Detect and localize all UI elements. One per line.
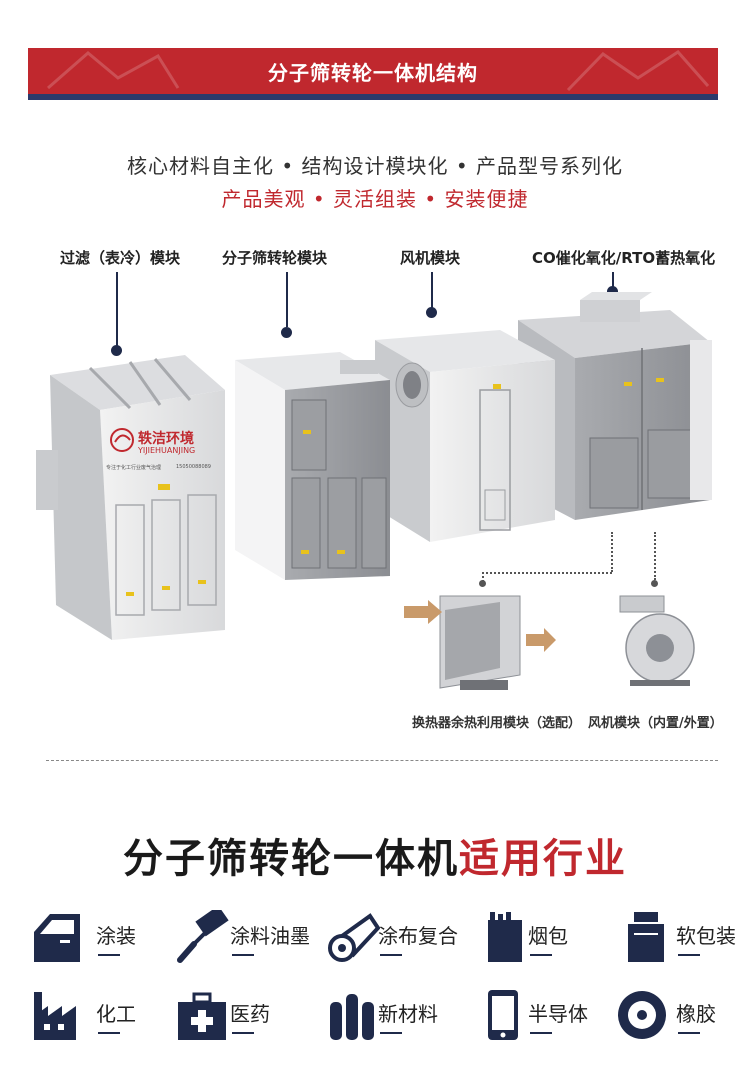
brand-name-en: YIJIEHUANJING (138, 446, 196, 455)
caption-heat-exchanger: 换热器余热利用模块（选配） (412, 716, 582, 731)
pin-line-rotor (286, 272, 288, 327)
filter-module (36, 355, 225, 640)
industry-label: 软包装 (676, 924, 736, 948)
industry-item-chemical: 化工 (30, 988, 180, 1052)
car-door-icon (34, 914, 80, 962)
tire-icon (618, 991, 666, 1039)
pin-dot-rotor (281, 327, 292, 338)
paint-roller-icon (177, 910, 229, 963)
factory-icon (34, 992, 76, 1040)
tagline-features: 核心材料自主化 • 结构设计模块化 • 产品型号系列化 (126, 154, 624, 178)
industry-label: 新材料 (378, 1002, 438, 1026)
industry-item-ink: 涂料油墨 (176, 910, 326, 974)
caption-fan-unit: 风机模块（内置/外置） (588, 716, 723, 731)
industry-underline (232, 954, 254, 956)
industry-label: 化工 (96, 1002, 136, 1026)
industry-label: 涂布复合 (378, 924, 458, 948)
heat-exchanger-illustration (404, 595, 556, 690)
section-divider (46, 760, 718, 761)
pin-dot-fan (426, 307, 437, 318)
pipes-icon (330, 994, 374, 1040)
brand-phone: 15050088089 (176, 464, 211, 470)
industry-item-pharma: 医药 (176, 988, 326, 1052)
pin-line-oxidation (612, 272, 614, 287)
industries-title-highlight: 适用行业 (459, 836, 627, 882)
coating-roll-icon (328, 913, 380, 962)
module-label-oxidation: CO催化氧化/RTO蓄热氧化 (532, 249, 716, 267)
industry-underline (678, 1032, 700, 1034)
industry-underline (530, 1032, 552, 1034)
tagline-benefits: 产品美观 • 灵活组装 • 安装便捷 (221, 187, 529, 211)
industry-underline (232, 1032, 254, 1034)
industry-item-rubber: 橡胶 (616, 988, 750, 1052)
mobile-device-icon (488, 990, 518, 1040)
cigarette-pack-icon (488, 912, 522, 962)
page-title: 分子筛转轮一体机结构 (268, 61, 478, 85)
brand-name: 轶洁环境 (138, 431, 194, 447)
industry-underline (98, 1032, 120, 1034)
soft-package-icon (628, 912, 664, 962)
sub-dot-fan (651, 580, 658, 587)
pin-line-filter (116, 272, 118, 347)
industry-underline (530, 954, 552, 956)
machine-illustration: 轶洁环境 YIJIEHUANJING 专注于化工行业废气治理 150500880… (30, 280, 720, 650)
industry-item-coating: 涂布复合 (326, 910, 476, 974)
sub-pointer-vertical-main (611, 532, 613, 572)
module-label-fan: 风机模块 (400, 249, 461, 267)
banner-stripe (28, 94, 718, 100)
industry-item-soft-packaging: 软包装 (620, 910, 750, 974)
industry-item-new-materials: 新材料 (326, 988, 476, 1052)
banner-texture (47, 50, 710, 92)
module-label-rotor: 分子筛转轮模块 (222, 249, 328, 267)
sub-pointer-vertical-left (482, 572, 484, 582)
sub-pointer-horizontal (482, 572, 612, 574)
industry-underline (380, 1032, 402, 1034)
industry-underline (98, 954, 120, 956)
industry-underline (678, 954, 700, 956)
brand-slogan: 专注于化工行业废气治理 (106, 465, 162, 471)
pin-dot-oxidation (607, 286, 618, 297)
fan-unit-illustration (619, 595, 695, 686)
header-banner: 分子筛转轮一体机结构 (28, 48, 718, 100)
industry-item-cigarette: 烟包 (480, 910, 630, 974)
industry-underline (380, 954, 402, 956)
industry-item-semiconductor: 半导体 (480, 988, 630, 1052)
medical-kit-icon (178, 992, 226, 1040)
pin-line-fan (431, 272, 433, 309)
module-label-filter: 过滤（表冷）模块 (60, 249, 181, 267)
industry-label: 医药 (230, 1002, 270, 1026)
rotor-module (235, 352, 390, 580)
industry-label: 涂料油墨 (230, 924, 310, 948)
industry-label: 橡胶 (676, 1002, 716, 1026)
sub-pointer-vertical-right (654, 532, 656, 580)
pin-dot-filter (111, 345, 122, 356)
sub-dot-heat-exchanger (479, 580, 486, 587)
industries-title: 分子筛转轮一体机适用行业 (0, 826, 750, 884)
industry-label: 涂装 (96, 924, 136, 948)
industries-title-main: 分子筛转轮一体机 (123, 836, 459, 882)
industry-item-painting: 涂装 (30, 910, 180, 974)
fan-module (375, 330, 555, 542)
machine-modules-svg (36, 292, 712, 640)
industry-label: 半导体 (528, 1002, 588, 1026)
industry-label: 烟包 (528, 924, 568, 948)
